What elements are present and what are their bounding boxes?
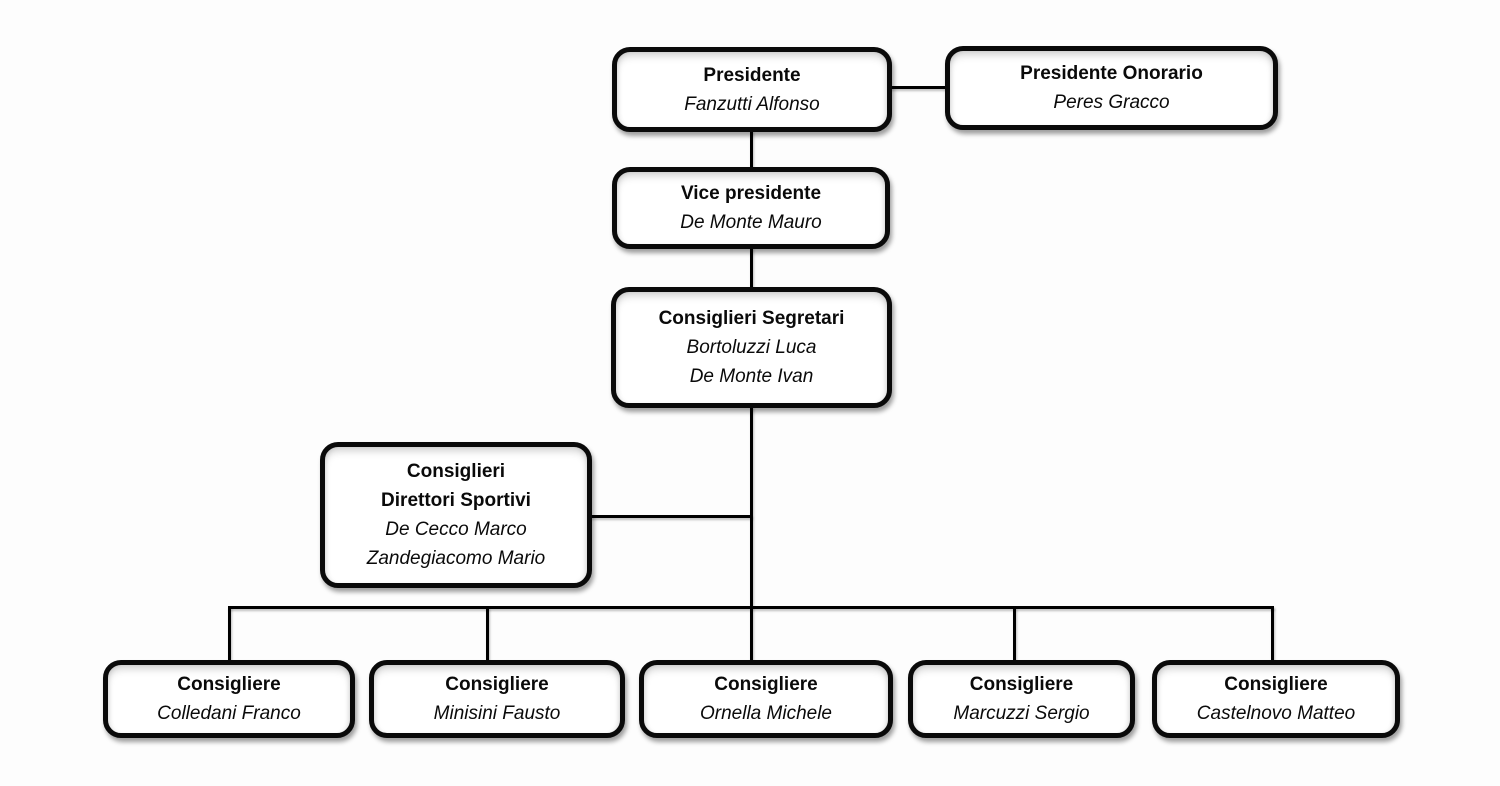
node-title: Vice presidente	[680, 183, 822, 204]
connector-bottom-bus	[228, 606, 1274, 609]
node-title: Presidente	[703, 64, 801, 86]
connector-presidente-onorario	[888, 86, 948, 89]
node-title: Consigliere	[714, 674, 818, 695]
node-title: Consigliere	[969, 674, 1074, 695]
node-consigliere-1: Consigliere Colledani Franco	[103, 660, 355, 738]
node-person: Ornella Michele	[700, 703, 832, 724]
node-person: Castelnovo Matteo	[1196, 703, 1356, 724]
node-person: Marcuzzi Sergio	[953, 703, 1090, 724]
connector-vice-segretari	[750, 247, 753, 288]
connector-drop-consigliere-4	[1013, 607, 1016, 660]
node-person: Peres Gracco	[1053, 92, 1170, 113]
connector-presidente-vice	[750, 130, 753, 168]
node-title: Consigliere	[177, 674, 281, 695]
node-title: Consigliere	[445, 674, 549, 695]
node-consiglieri-segretari: Consiglieri Segretari Bortoluzzi Luca De…	[611, 287, 892, 408]
node-person: Bortoluzzi Luca	[686, 337, 817, 358]
connector-segretari-trunk	[750, 406, 753, 660]
connector-drop-consigliere-1	[228, 607, 231, 660]
connector-drop-consigliere-2	[486, 607, 489, 660]
node-title: Consiglieri Segretari	[658, 308, 845, 329]
node-title: Direttori Sportivi	[381, 490, 531, 511]
node-vice-presidente: Vice presidente De Monte Mauro	[612, 167, 890, 249]
node-consigliere-4: Consigliere Marcuzzi Sergio	[908, 660, 1135, 738]
node-person: De Cecco Marco	[385, 519, 527, 540]
node-person: Zandegiacomo Mario	[366, 548, 546, 569]
node-person: Minisini Fausto	[433, 703, 561, 724]
connector-direttori-sportivi	[590, 515, 752, 518]
connector-drop-consigliere-5	[1271, 607, 1274, 660]
node-consigliere-5: Consigliere Castelnovo Matteo	[1152, 660, 1400, 738]
node-title: Consigliere	[1224, 674, 1328, 695]
node-person: De Monte Ivan	[689, 366, 814, 387]
node-consigliere-3: Consigliere Ornella Michele	[639, 660, 893, 738]
node-presidente: Presidente Fanzutti Alfonso	[612, 47, 892, 132]
node-consiglieri-direttori-sportivi: Consiglieri Direttori Sportivi De Cecco …	[320, 442, 592, 588]
node-presidente-onorario: Presidente Onorario Peres Gracco	[945, 46, 1278, 130]
node-title: Presidente Onorario	[1020, 63, 1203, 84]
node-person: Fanzutti Alfonso	[684, 93, 820, 115]
node-person: Colledani Franco	[157, 703, 301, 724]
node-person: De Monte Mauro	[680, 212, 822, 233]
node-title: Consiglieri	[406, 461, 506, 482]
node-consigliere-2: Consigliere Minisini Fausto	[369, 660, 625, 738]
